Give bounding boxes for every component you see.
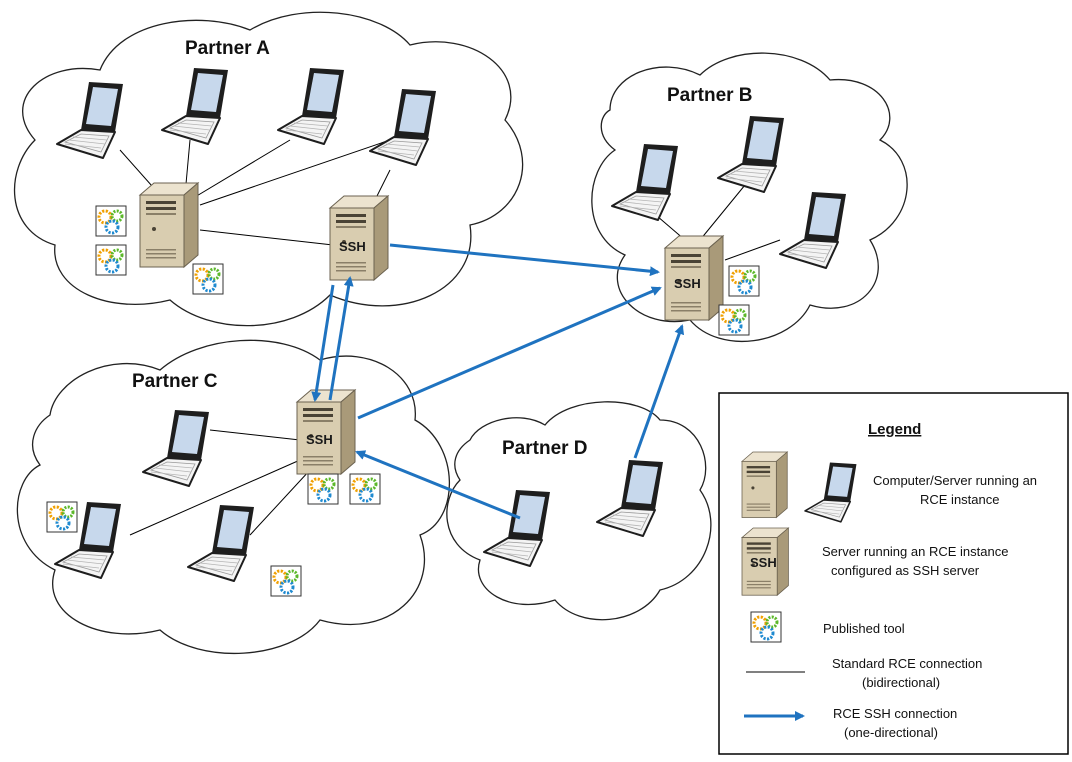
legend-title: Legend (868, 421, 921, 438)
standard-connection (249, 469, 311, 536)
legend-ssh-label: SSH (750, 555, 777, 570)
standard-connection (699, 184, 746, 241)
published-tool-icon (717, 303, 751, 337)
published-tool-icon (94, 243, 128, 277)
legend-computer-line2: RCE instance (920, 492, 999, 507)
partner-c-label: Partner C (132, 371, 218, 392)
ssh-arrow (311, 284, 335, 402)
partner-a-label: Partner A (185, 38, 270, 59)
legend-ssh-conn-line2: (one-directional) (844, 725, 938, 740)
ssh-arrow (389, 243, 660, 277)
ssh-arrow (328, 276, 354, 401)
cloud-partner-d (446, 401, 712, 621)
published-tool-icon (94, 204, 128, 238)
server-icon (139, 182, 199, 268)
ssh-arrow (357, 286, 662, 420)
server-icon (741, 451, 788, 518)
standard-connection (189, 139, 291, 201)
published-tool-icon (45, 500, 79, 534)
published-tool-icon (269, 564, 303, 598)
standard-connection (724, 239, 781, 261)
legend-standard-line1: Standard RCE connection (832, 656, 982, 671)
partner-b-label: Partner B (667, 85, 753, 106)
legend-ssh-server-line2: configured as SSH server (831, 563, 980, 578)
published-tool-icon (191, 262, 225, 296)
ssh-label-b: SSH (674, 276, 701, 291)
standard-connection (199, 229, 334, 246)
standard-connection (209, 429, 301, 441)
partner-d-label: Partner D (502, 438, 588, 459)
legend: Legend Computer/Server running an RCE in… (718, 392, 1069, 755)
standard-connection (199, 139, 391, 206)
cloud-partner-a (13, 11, 524, 327)
legend-tool: Published tool (823, 621, 905, 636)
legend-ssh-conn-line1: RCE SSH connection (833, 706, 957, 721)
cloud-partner-c (16, 339, 451, 655)
standard-connection (374, 169, 391, 201)
ssh-label-c: SSH (306, 432, 333, 447)
ssh-connections (311, 243, 685, 520)
published-tool-icon (727, 264, 761, 298)
legend-computer-line1: Computer/Server running an (873, 473, 1037, 488)
standard-connections (119, 139, 781, 536)
published-tool-icon (348, 472, 382, 506)
ssh-label-a: SSH (339, 239, 366, 254)
ssh-arrow (355, 450, 521, 520)
standard-connection (129, 459, 301, 536)
legend-ssh-server-line1: Server running an RCE instance (822, 544, 1008, 559)
published-tool-icon (306, 472, 340, 506)
ssh-arrow (633, 324, 685, 459)
published-tool-icon (749, 610, 783, 644)
ssh-server-icon (329, 195, 389, 281)
legend-standard-line2: (bidirectional) (862, 675, 940, 690)
